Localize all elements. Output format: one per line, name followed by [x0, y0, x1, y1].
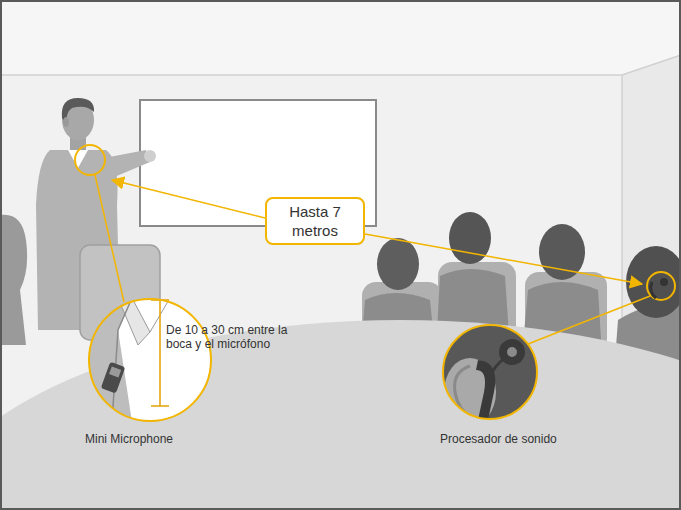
magnifier-circle: Mini Microphone: [88, 298, 212, 448]
magnified-view: [444, 358, 496, 426]
part-name: Procesador de sonido: [440, 432, 557, 446]
audience-person: [539, 224, 585, 280]
part-name: Mini Microphone: [85, 432, 173, 446]
text-wrap: Hasta 7 metros: [273, 202, 357, 240]
magnified-view: [507, 347, 517, 357]
room: [0, 0, 681, 75]
magnified-view: [499, 339, 525, 365]
distance-arrow: [112, 180, 642, 284]
focus-circle: [75, 145, 675, 300]
audience-person: [377, 238, 419, 290]
magnifier-ring: [443, 325, 537, 419]
dimension-bracket: [159, 300, 161, 406]
audience-person: [0, 215, 27, 345]
leader-line: [95, 175, 124, 302]
focus-circle: [647, 272, 675, 300]
magnified-view: [442, 324, 538, 426]
dimension-bracket: [151, 300, 169, 406]
presenter: [104, 150, 150, 178]
magnified-view: [88, 298, 212, 422]
magnified-view: [112, 298, 132, 422]
distance-arrow: [112, 180, 265, 218]
dimension-bracket: [151, 405, 169, 407]
box-text: Hasta 7 metros: [273, 202, 357, 240]
focus-circle: [660, 278, 668, 286]
focus-circle: [75, 145, 105, 175]
room: [622, 55, 681, 75]
magnified-view: [101, 362, 126, 394]
leader-line: [528, 296, 650, 344]
magnifier-ring: [89, 299, 211, 421]
presenter: [63, 117, 69, 127]
room: [621, 75, 623, 340]
magnifier-circle: Procesador de sonido: [442, 324, 538, 448]
magnified-view: [101, 362, 126, 394]
dimension-label: De 10 a 30 cm entre la boca y el micrófo…: [166, 323, 316, 351]
room: [0, 74, 622, 76]
magnifier-outline: [442, 324, 538, 420]
focus-circle: [651, 282, 656, 298]
magnified-view: [88, 298, 212, 422]
distance-arrow: [365, 234, 642, 284]
magnifier-outline: [88, 298, 212, 422]
presenter: [144, 150, 156, 162]
distance-box: Hasta 7 metros: [265, 197, 365, 245]
magnified-view: [109, 367, 121, 378]
audience-person: [0, 215, 27, 345]
